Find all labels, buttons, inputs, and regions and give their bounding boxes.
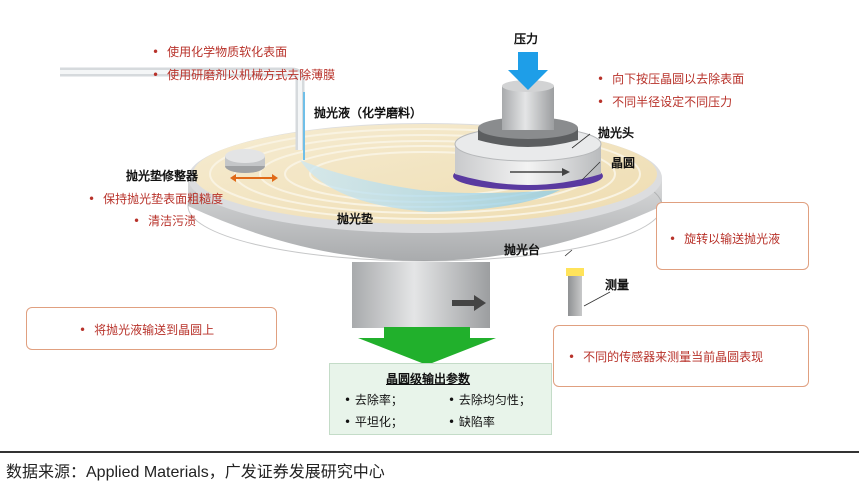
- note-head-1: •向下按压晶圆以去除表面: [597, 72, 745, 86]
- label-measure: 测量: [605, 278, 630, 292]
- note-head-2: •不同半径设定不同压力: [597, 95, 733, 109]
- output-arrow: [358, 327, 496, 365]
- footer-divider: [0, 451, 859, 453]
- output-item: • 去除率；: [344, 393, 403, 407]
- output-item: • 平坦化；: [344, 415, 403, 429]
- sensor: [566, 268, 584, 316]
- label-slurry: 抛光液（化学磨料）: [314, 106, 423, 120]
- pressure-arrow: [508, 52, 548, 90]
- note-slurry-1: •使用化学物质软化表面: [152, 45, 288, 59]
- output-item: • 去除均匀性；: [448, 393, 531, 407]
- table-shaft: [352, 262, 490, 328]
- pad-conditioner: [225, 149, 278, 182]
- label-polish-table: 抛光台: [504, 243, 541, 257]
- output-title: 晶圆级输出参数: [386, 372, 471, 386]
- note-conditioner-2: •清洁污渍: [133, 214, 197, 228]
- slurry-pipe: [60, 67, 305, 160]
- label-wafer: 晶圆: [611, 156, 636, 170]
- output-item: • 缺陷率: [448, 415, 495, 429]
- note-box-rotate: •旋转以输送抛光液: [656, 202, 809, 270]
- slurry-spread: [300, 160, 560, 212]
- output-panel: 晶圆级输出参数 • 去除率； • 去除均匀性； • 平坦化； • 缺陷率: [329, 363, 552, 435]
- source-note: 数据来源：Applied Materials，广发证券发展研究中心: [6, 464, 385, 481]
- label-polish-pad: 抛光垫: [337, 212, 374, 226]
- leader-lines: [564, 133, 611, 307]
- note-box-deliver: •将抛光液输送到晶圆上: [26, 307, 277, 350]
- note-conditioner-1: •保持抛光垫表面粗糙度: [88, 192, 224, 206]
- note-box-sensor: •不同的传感器来测量当前晶圆表现: [553, 325, 809, 387]
- label-polish-head: 抛光头: [598, 126, 635, 140]
- polish-head: [453, 80, 603, 190]
- note-slurry-2: •使用研磨剂以机械方式去除薄膜: [152, 68, 336, 82]
- label-pressure: 压力: [514, 32, 539, 46]
- label-conditioner: 抛光垫修整器: [126, 169, 199, 183]
